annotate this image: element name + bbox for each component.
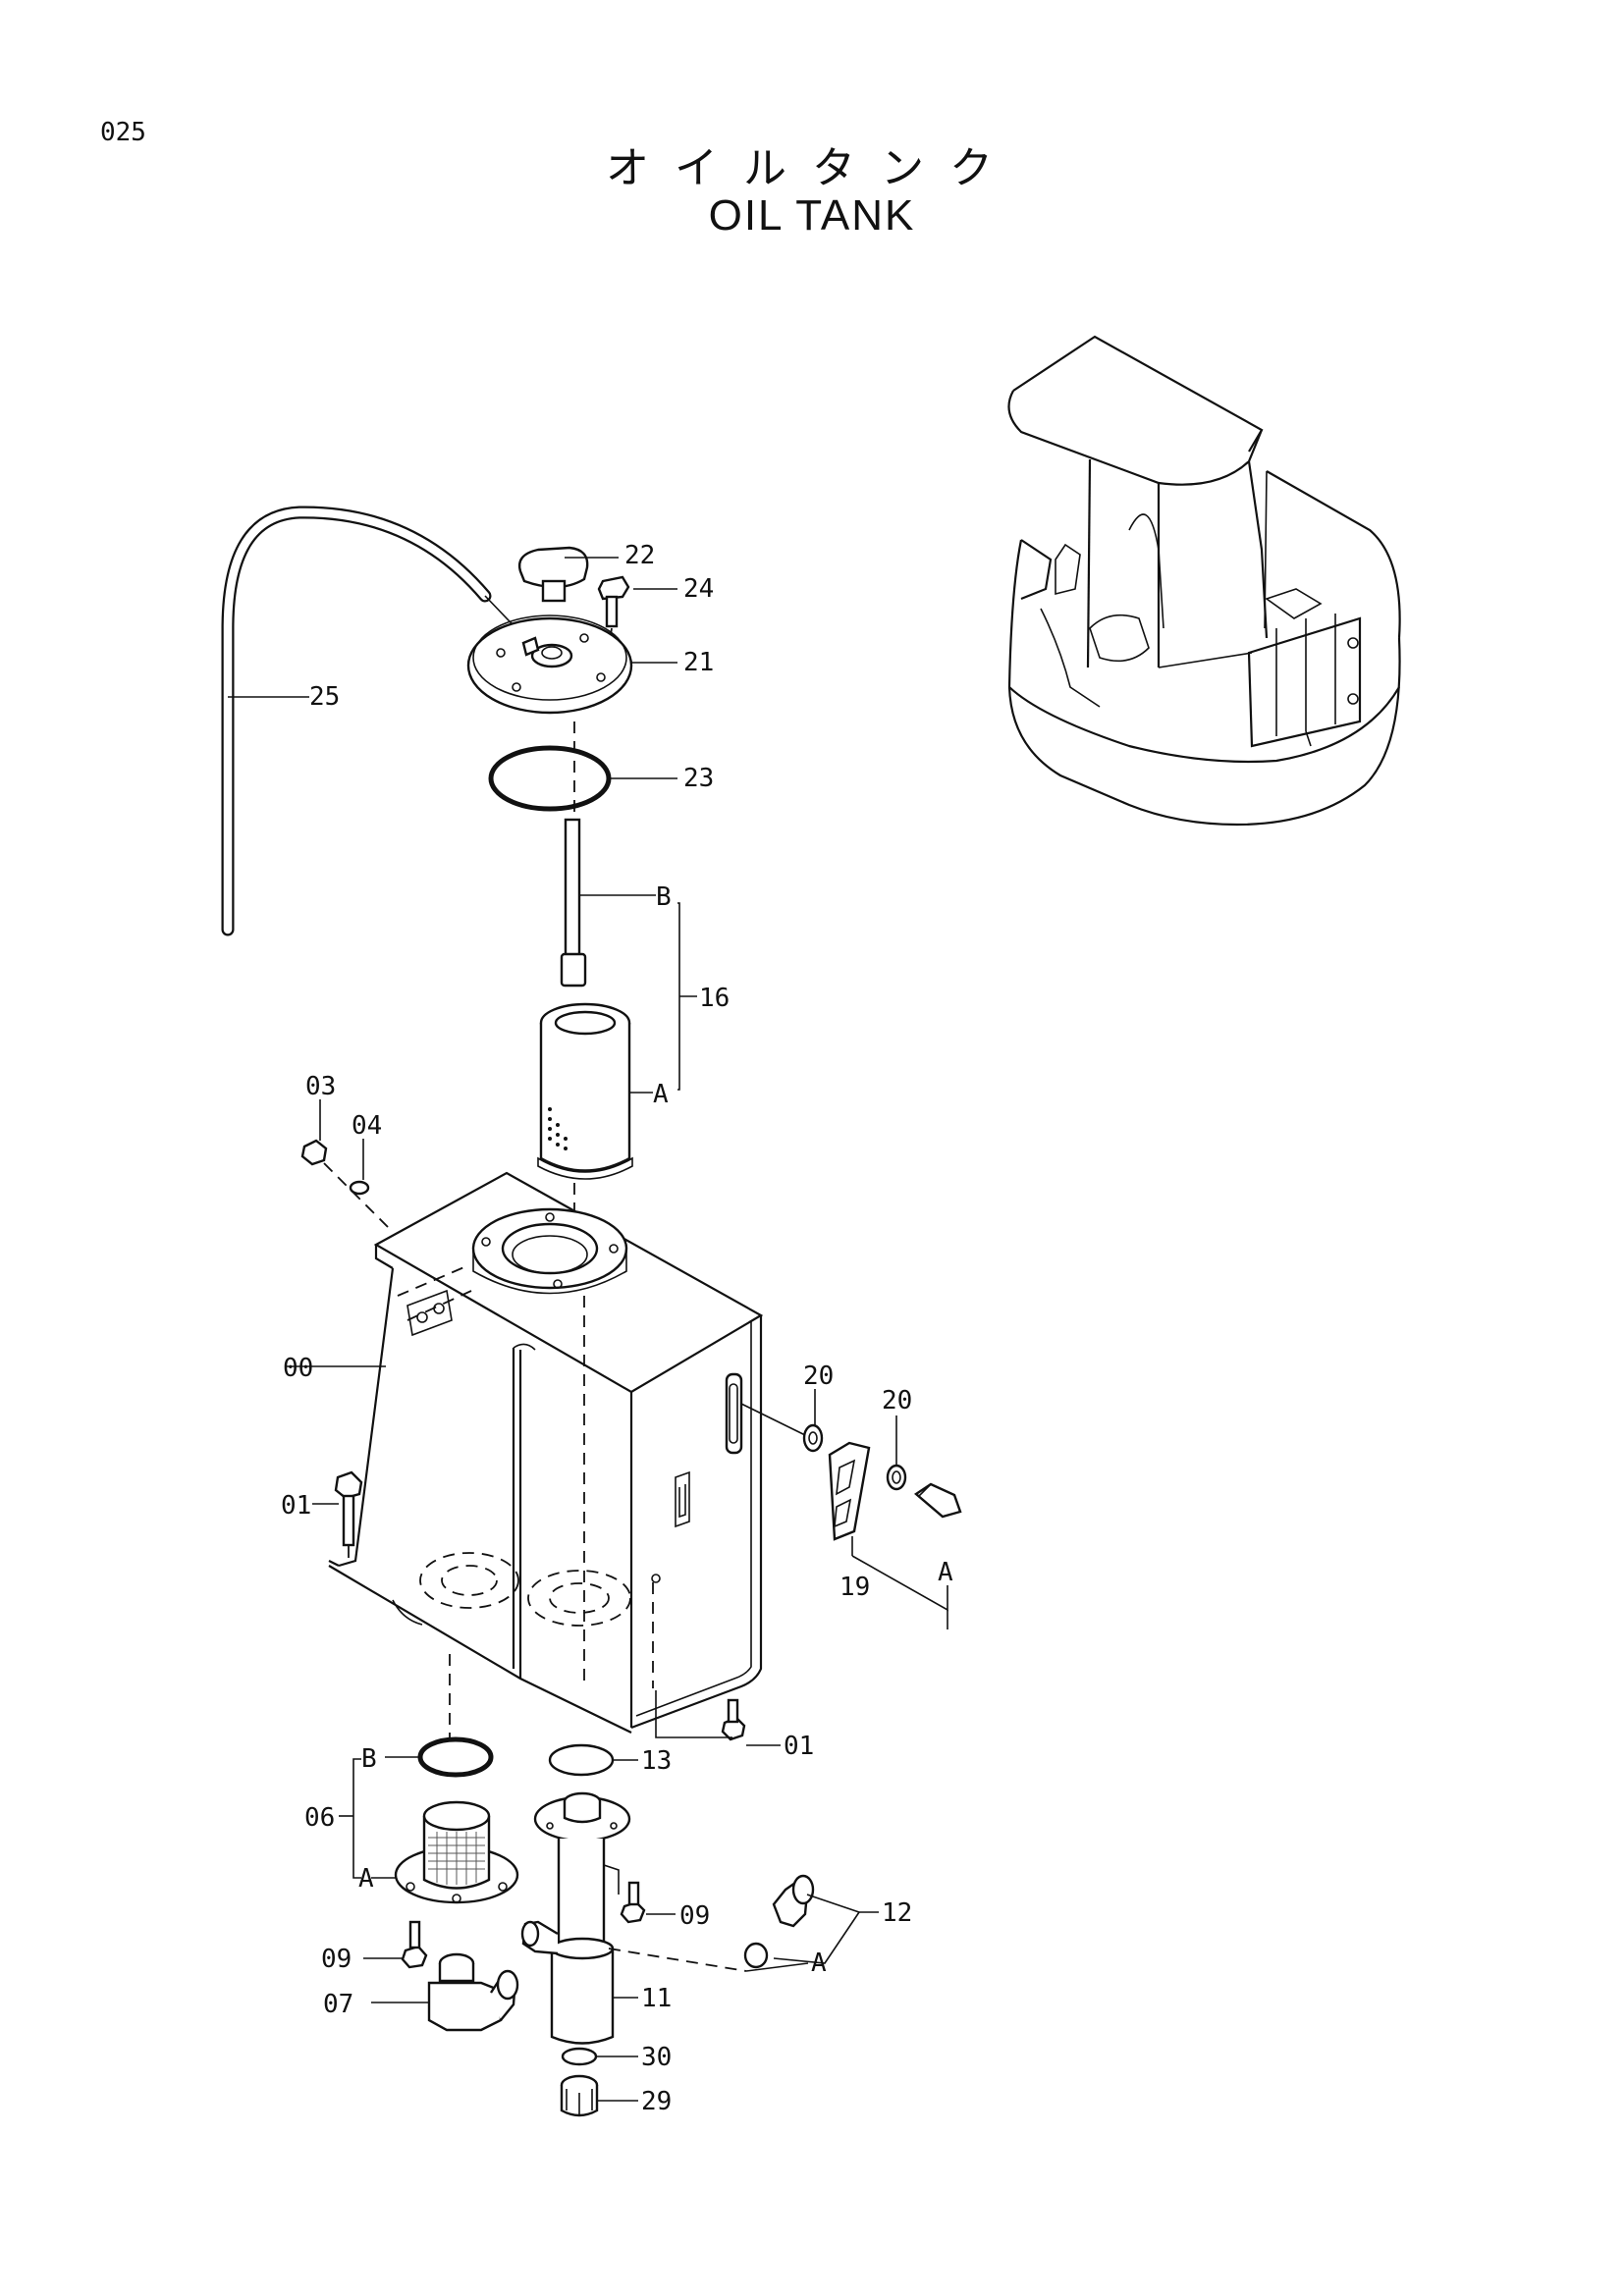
breather-hose	[221, 506, 531, 936]
label-22: 22	[624, 541, 655, 570]
label-25: 25	[309, 682, 340, 712]
label-A-right: A	[938, 1558, 953, 1587]
label-09-left: 09	[321, 1945, 352, 1974]
tank-cover	[466, 614, 677, 715]
title-japanese: オイルタンク	[606, 143, 1018, 193]
elbow-fitting	[371, 1952, 519, 2032]
label-30: 30	[641, 2043, 672, 2072]
title-english: OIL TANK	[708, 191, 916, 240]
suction-pipe	[520, 1791, 747, 2045]
o-ring-13	[548, 1743, 638, 1777]
suction-strainer-assembly	[339, 1654, 519, 1904]
label-A-pipe: A	[811, 1949, 827, 1978]
label-01-b: 01	[784, 1732, 814, 1761]
return-filter-assembly	[537, 818, 697, 1237]
label-20-b: 20	[882, 1386, 912, 1415]
label-A-bottom: A	[358, 1864, 374, 1894]
label-16: 16	[699, 984, 730, 1013]
label-24: 24	[683, 574, 714, 604]
bolt-09-left	[363, 1920, 428, 1969]
label-19: 19	[839, 1573, 870, 1602]
page-number: 025	[100, 118, 146, 147]
label-13: 13	[641, 1746, 672, 1776]
label-29: 29	[641, 2087, 672, 2116]
label-20-a: 20	[803, 1362, 834, 1391]
seal-30	[561, 2047, 638, 2066]
label-01-a: 01	[281, 1491, 311, 1521]
plug-03-and-seal-04	[300, 1099, 389, 1228]
label-B-top: B	[656, 882, 672, 912]
machine-overview-illustration	[1007, 335, 1401, 827]
hydraulic-tank-body	[287, 1171, 764, 1734]
label-21: 21	[683, 648, 714, 677]
callout-labels: 22 24 21 25 23 B 16 A 03 04 00 20 20 01 …	[281, 541, 953, 2116]
label-03: 03	[305, 1072, 336, 1101]
label-12: 12	[882, 1898, 912, 1928]
bracket-assembly	[740, 1389, 962, 1629]
label-11: 11	[641, 1984, 672, 2013]
label-A-top: A	[653, 1080, 669, 1109]
label-00: 00	[283, 1354, 313, 1383]
drain-plug-29	[560, 2074, 638, 2117]
bolt-01-bottom	[655, 1690, 781, 1746]
label-23: 23	[683, 764, 714, 793]
bolt-01-left	[312, 1470, 363, 1561]
o-ring-23	[488, 721, 677, 815]
bolt-24	[597, 575, 677, 649]
bolt-09-right	[620, 1881, 676, 1924]
label-07: 07	[323, 1990, 353, 2019]
label-B-bottom: B	[361, 1744, 377, 1774]
label-06: 06	[304, 1803, 335, 1833]
label-09-right: 09	[679, 1901, 710, 1931]
label-04: 04	[352, 1111, 382, 1141]
filler-cap	[517, 546, 619, 603]
fitting-12	[743, 1874, 879, 1972]
